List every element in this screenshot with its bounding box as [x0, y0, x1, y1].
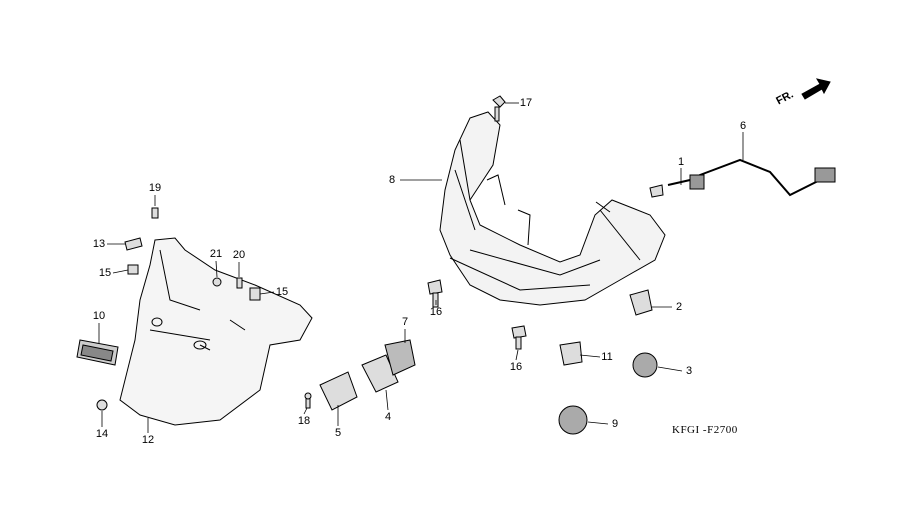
callout-3: 3 — [685, 365, 693, 377]
callout-16: 16 — [509, 361, 523, 373]
taillight-assembly — [439, 111, 666, 306]
callout-8: 8 — [388, 174, 396, 186]
diagram-code: KFGI -F2700 — [672, 424, 738, 436]
callout-13: 13 — [92, 238, 106, 250]
socket-wire — [667, 158, 836, 197]
callout-18: 18 — [297, 415, 311, 427]
callout-19: 19 — [148, 182, 162, 194]
callout-10: 10 — [92, 310, 106, 322]
leader-lines — [98, 102, 744, 433]
front-arrow-icon — [801, 78, 831, 100]
callout-20: 20 — [232, 249, 246, 261]
callout-7: 7 — [401, 316, 409, 328]
callout-16: 16 — [429, 306, 443, 318]
callout-11: 11 — [601, 351, 613, 363]
callout-15: 15 — [98, 267, 112, 279]
callout-15: 15 — [275, 286, 289, 298]
reflector — [76, 339, 119, 366]
callout-14: 14 — [95, 428, 109, 440]
callout-5: 5 — [334, 427, 342, 439]
callout-17: 17 — [519, 97, 533, 109]
small-parts — [96, 95, 664, 435]
callout-4: 4 — [384, 411, 392, 423]
callout-6: 6 — [739, 120, 747, 132]
callout-1: 1 — [677, 156, 685, 168]
callout-21: 21 — [209, 248, 223, 260]
rear-fender — [119, 237, 313, 426]
callout-9: 9 — [611, 418, 619, 430]
callout-2: 2 — [675, 301, 683, 313]
callout-12: 12 — [141, 434, 155, 446]
